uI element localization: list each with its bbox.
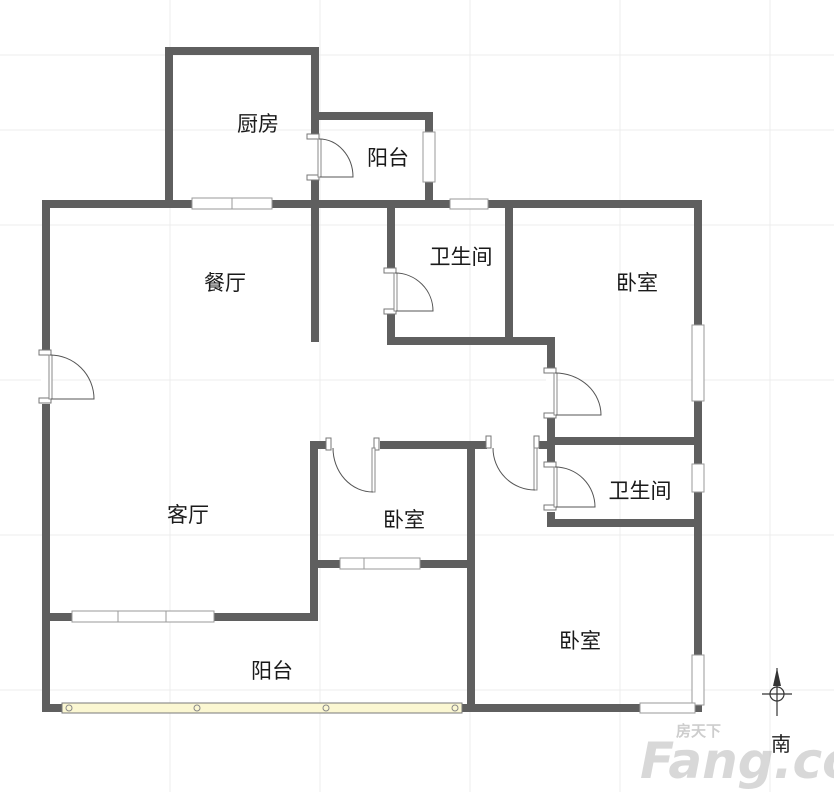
bath-window [449,198,489,210]
room-label-balcony-bottom: 阳台 [251,659,293,683]
room-label-balcony-top: 阳台 [367,146,409,170]
door-bath-top [383,267,434,315]
door-bath-east [543,461,596,512]
door-living-west [38,349,95,404]
compass-icon: 南 [762,668,792,756]
room-label-bedroom-se: 卧室 [559,629,601,653]
compass-label: 南 [771,732,791,756]
door-kitchen-balcony [306,133,354,181]
door-bedroom-mid [325,437,380,493]
room-label-bath-top: 卫生间 [430,245,493,269]
balcony-rail [61,702,463,714]
watermark-cn: 房天下 [676,722,721,740]
bedroom-se-bottom-window [639,702,696,714]
watermark-brand: Fang.com [640,732,834,790]
bath-east-window [691,463,705,493]
room-label-bedroom-mid: 卧室 [383,508,425,532]
door-bedroom-ne [543,367,602,419]
watermark-logo: 房天下 Fang.com [640,722,834,790]
room-label-dining: 餐厅 [204,271,246,295]
bedroom-se-window [691,654,705,706]
doors [38,133,602,512]
bedroom-mid-sliding-door [339,557,421,570]
room-labels: 厨房 阳台 餐厅 卫生间 卧室 客厅 卧室 卫生间 卧室 阳台 [167,112,672,683]
balcony-window [422,131,436,183]
windows [71,131,705,714]
room-label-bath-east: 卫生间 [609,479,672,503]
living-sliding-door [71,610,215,623]
room-label-kitchen: 厨房 [237,112,279,136]
room-label-living: 客厅 [167,503,209,527]
bedroom-ne-window [691,324,705,402]
room-label-bedroom-ne: 卧室 [616,271,658,295]
door-bedroom-se [485,435,540,491]
